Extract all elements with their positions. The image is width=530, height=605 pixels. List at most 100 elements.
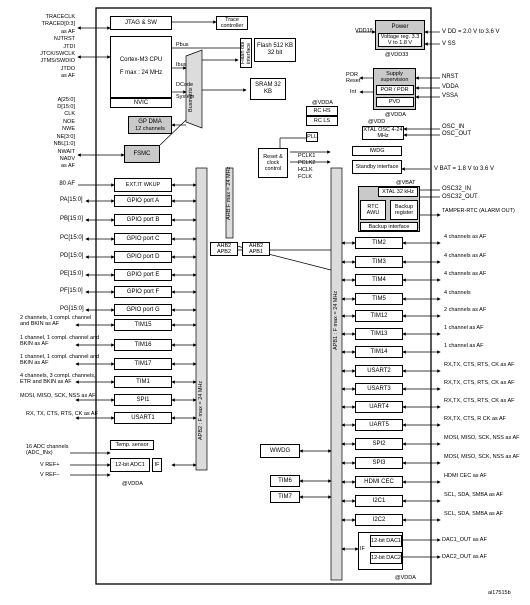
- apb1-block-label: TIM3: [372, 258, 386, 265]
- exti-block: EXT.IT WKUP: [114, 178, 172, 192]
- apb1-pin-label: 4 channels as AF: [444, 253, 487, 259]
- vdd33-label: @VDD33: [385, 52, 409, 58]
- flash-obl-block: Flash obl interface: [240, 38, 252, 68]
- apb1-block-label: TIM5: [372, 295, 386, 302]
- vdda-label: VDDA: [442, 84, 459, 90]
- pin-nwait: NWAIT: [57, 148, 75, 155]
- gpio-e-label: GPIO port E: [126, 271, 160, 278]
- tim16-pins: 1 channel, 1 compl. channel and BKIN as …: [20, 335, 100, 347]
- nvic-block: NVIC: [110, 98, 172, 108]
- spi1-block: SPI1: [114, 394, 172, 406]
- apb1-block-usart3: USART3: [355, 383, 403, 395]
- rtc-label: RTC AWU: [366, 204, 380, 216]
- hclk-label: HCLK: [298, 167, 313, 173]
- pbus-label: Pbus: [176, 42, 189, 48]
- apb1-block-usart2: USART2: [355, 365, 403, 377]
- flash-obl-label: Flash obl interface: [240, 41, 252, 65]
- apb1-block-i2c2: I2C2: [355, 514, 403, 526]
- supply-vdda: @VDDA: [385, 112, 406, 118]
- gpio-pins-f: PF[15:0]: [60, 288, 83, 294]
- tim1-block: TIM1: [114, 376, 172, 388]
- pin-clk: CLK: [64, 111, 75, 118]
- pll-label: PLL: [307, 134, 317, 140]
- apb1-block-label: USART2: [367, 367, 391, 374]
- gpio-b-label: GPIO port B: [126, 216, 160, 223]
- vreg-label: Voltage reg. 3.3 V to 1.8 V: [380, 33, 420, 46]
- osc-out-label: OSC_OUT: [442, 131, 472, 137]
- apb1-block-label: SPI2: [372, 440, 386, 447]
- standby-label: Standby interface: [355, 164, 399, 170]
- xtal32-label: XTAL 32 kHz: [382, 189, 414, 195]
- usart1-block: USART1: [114, 412, 172, 424]
- busmatrix-label: Busmatrix: [188, 87, 194, 112]
- apb1-block-label: I2C1: [372, 497, 386, 504]
- cpu-name: Cortex-M3 CPU: [119, 57, 163, 63]
- pin-nbl: NBL[1:0]: [53, 141, 75, 148]
- gpio-d-label: GPIO port D: [126, 253, 160, 260]
- apb1-block-i2c1: I2C1: [355, 495, 403, 507]
- backup-reg-label: Backup register: [394, 204, 414, 216]
- gpio-g-label: GPIO port G: [126, 306, 160, 313]
- tim7-block: TIM7: [270, 491, 300, 503]
- adc-if-block: IF: [152, 458, 162, 472]
- pin-jtdi: JTDI: [63, 43, 75, 50]
- vref-minus: V REF–: [40, 472, 60, 478]
- apb1-block-tim5: TIM5: [355, 293, 403, 305]
- por-pdr-label: POR / PDR: [380, 87, 409, 93]
- nrst-label: NRST: [442, 74, 459, 80]
- nvic-label: NVIC: [133, 99, 149, 106]
- gpio-pins-b: PB[15:0]: [60, 216, 84, 222]
- gpio-g-block: GPIO port G: [114, 304, 172, 316]
- apb1-pin-label: RX,TX, CTS, R CK as AF: [444, 416, 507, 422]
- fclk-label: FCLK: [298, 174, 313, 180]
- chip-outline: [95, 7, 432, 585]
- apb1-pin-label: RX,TX, CTS, RTS, CK as AF: [444, 362, 515, 368]
- standby-block: Standby interface: [352, 160, 402, 174]
- vssa-label: VSSA: [442, 93, 459, 99]
- dcode-label: DCode: [176, 82, 194, 88]
- supply-sup-label: Supply supervision: [380, 71, 409, 83]
- xtal-vdd: @VDD: [368, 119, 386, 125]
- apb1-block-label: UART5: [369, 421, 389, 428]
- clock-outputs: PCLK1 PCLK2 HCLK FCLK: [298, 153, 315, 181]
- apb1-pin-label: HDMI CEC as AF: [444, 473, 487, 479]
- ibus-label: Ibus: [176, 62, 187, 68]
- jtag-label: JTAG & SW: [125, 19, 157, 26]
- int-label: Int: [350, 89, 357, 95]
- vref-plus: V REF+: [40, 462, 60, 468]
- apb1-block-label: TIM2: [372, 239, 386, 246]
- por-reset-label: POR Reset: [346, 72, 361, 84]
- osc-in-label: OSC_IN: [442, 124, 465, 130]
- trace-controller-label: Trace controller: [220, 17, 244, 29]
- apb1-block-label: HDMI CEC: [364, 478, 394, 485]
- apb1-pin-label: 2 channels as AF: [444, 307, 487, 313]
- gpio-a-label: GPIO port A: [126, 197, 160, 204]
- usart1-label: USART1: [131, 414, 155, 421]
- exti-label: EXT.IT WKUP: [125, 182, 161, 188]
- sram-label: SRAM 32 KB: [255, 82, 281, 95]
- tim16-block: TIM16: [114, 339, 172, 351]
- vdd18-label: VDD18: [355, 28, 373, 34]
- ahb-bus: [225, 167, 234, 239]
- wwdg-block: WWDG: [260, 444, 300, 458]
- tim6-block: TIM6: [270, 475, 300, 487]
- gpio-pins-d: PD[15:0]: [60, 253, 84, 259]
- apb1-block-label: I2C2: [372, 516, 386, 523]
- tim17-label: TIM17: [134, 360, 152, 367]
- apb1-bus-label: APB1 : F max = 24 MHz: [333, 290, 339, 350]
- tim7-label: TIM7: [278, 493, 292, 500]
- ahb2apb1-bridge: AHB2 APB1: [242, 242, 270, 256]
- rcc-block: Reset & clock control: [258, 148, 288, 178]
- vdd-range: V DD = 2.0 V to 3.6 V: [442, 29, 500, 35]
- dac2-out-label: DAC2_OUT as AF: [442, 554, 487, 560]
- xtal-osc-label: XTAL OSC 4-24 MHz: [363, 127, 403, 139]
- pin-jtms: JTMS/SWDIO: [40, 58, 75, 65]
- backup-if-block: Backup interface: [360, 222, 418, 231]
- ahb-bus-label: AHB:F max = 24 MHz: [226, 166, 232, 220]
- gpio-a-block: GPIO port A: [114, 195, 172, 207]
- tim17-pins: 1 channel, 1 compl. channel and BKIN as …: [20, 354, 100, 366]
- pin-as-af-2: as AF: [60, 73, 75, 80]
- iwdg-label: IWDG: [369, 148, 385, 154]
- usart1-pins: RX, TX, CTS, RTS, CK as AF: [26, 411, 98, 417]
